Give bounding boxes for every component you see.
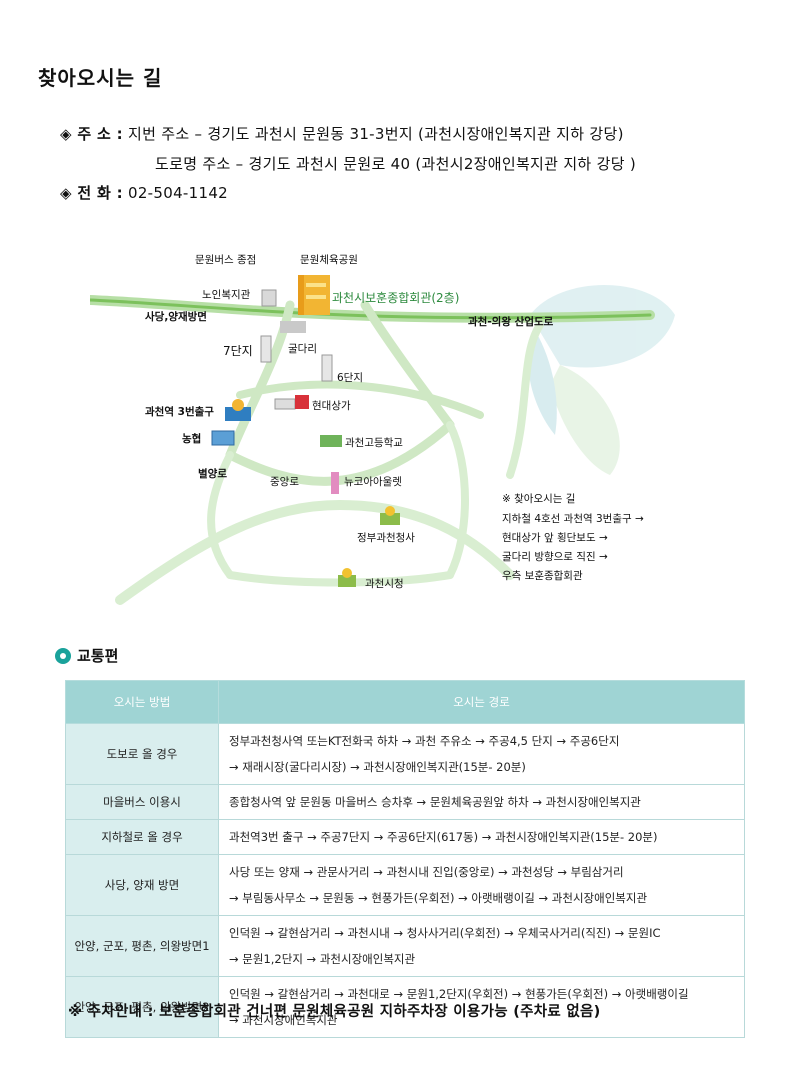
nonghyup-label: 농협	[182, 432, 201, 445]
hyundai-icon	[274, 395, 309, 410]
header-route: 오시는 경로	[218, 680, 745, 724]
gov-complex-icon	[380, 506, 400, 525]
route-line: → 문원1,2단지 → 과천시장애인복지관	[229, 952, 416, 966]
method-cell: 안양, 군포, 평촌, 의왕방면1	[65, 915, 219, 977]
method-cell: 지하철로 올 경우	[65, 819, 219, 855]
city-hall-icon	[338, 568, 356, 587]
station-exit-label: 과천역 3번출구	[145, 405, 214, 418]
newcore-icon	[331, 472, 339, 494]
complex6-label: 6단지	[337, 372, 363, 384]
table-row: 도보로 올 경우 정부과천청사역 또는KT전화국 하차 → 과천 주유소 → 주공…	[65, 723, 745, 785]
directions-line: 지하철 4호선 과천역 3번출구 →	[502, 512, 644, 525]
route-cell: 인덕원 → 갈현삼거리 → 과천대로 → 문원1,2단지(우회전) → 현풍가든…	[218, 976, 745, 1038]
table-row: 마을버스 이용시 종합청사역 앞 문원동 마을버스 승차후 → 문원체육공원앞 하…	[65, 784, 745, 820]
transport-heading: 교통편	[55, 645, 118, 666]
table-row: 사당, 양재 방면 사당 또는 양재 → 관문사거리 → 과천시내 진입(중앙로)…	[65, 854, 745, 916]
table-row: 안양, 군포, 평촌, 의왕방면2 인덕원 → 갈현삼거리 → 과천대로 → 문원…	[65, 976, 745, 1038]
highschool-label: 과천고등학교	[345, 437, 403, 449]
route-cell: 정부과천청사역 또는KT전화국 하차 → 과천 주유소 → 주공4,5 단지 →…	[218, 723, 745, 785]
byeolyang-label: 별양로	[198, 467, 227, 480]
route-cell: 과천역3번 출구 → 주공7단지 → 주공6단지(617동) → 과천시장애인복…	[218, 819, 745, 855]
jungang-label: 중앙로	[270, 476, 299, 488]
route-line: 인덕원 → 갈현삼거리 → 과천시내 → 청사사거리(우회전) → 우체국사거리…	[229, 926, 661, 940]
highschool-icon	[320, 435, 342, 447]
gov-complex-label: 정부과천청사	[357, 532, 415, 544]
complex7-label: 7단지	[223, 344, 253, 358]
expressway-label: 과천-의왕 산업도로	[468, 315, 554, 328]
page-title: 찾아오시는 길	[38, 66, 163, 90]
route-cell: 종합청사역 앞 문원동 마을버스 승차후 → 문원체육공원앞 하차 → 과천시장…	[218, 784, 745, 820]
route-cell: 사당 또는 양재 → 관문사거리 → 과천시내 진입(중앙로) → 과천성당 →…	[218, 854, 745, 916]
transport-table: 오시는 방법 오시는 경로 도보로 올 경우 정부과천청사역 또는KT전화국 하차…	[65, 680, 745, 1038]
main-building-icon	[298, 275, 330, 315]
address-line2: 도로명 주소 – 경기도 과천시 문원로 40 (과천시2장애인복지관 지하 강…	[155, 155, 637, 173]
phone-row: ◈ 전 화 : 02-504-1142	[60, 182, 228, 203]
table-header-row: 오시는 방법 오시는 경로	[65, 680, 745, 724]
location-map: 문원버스 종점 문원체육공원 노인복지관 과천시보훈종합회관(2층) 사당,양재…	[90, 254, 675, 605]
method-cell: 도보로 올 경우	[65, 723, 219, 785]
route-line: 종합청사역 앞 문원동 마을버스 승차후 → 문원체육공원앞 하차 → 과천시장…	[229, 795, 641, 809]
city-hall-label: 과천시청	[365, 578, 404, 590]
route-line: 과천역3번 출구 → 주공7단지 → 주공6단지(617동) → 과천시장애인복…	[229, 830, 658, 844]
directions-line: ※ 찾아오시는 길	[502, 492, 575, 505]
station-icon	[225, 399, 251, 421]
route-line: → 과천시장애인복지관	[229, 1013, 338, 1027]
parking-notice: ※ 주차안내 : 보훈종합회관 건너편 문원체육공원 지하주차장 이용가능 (주…	[68, 1004, 601, 1020]
main-building-label: 과천시보훈종합회관(2층)	[332, 290, 459, 305]
senior-center-icon	[261, 289, 277, 307]
route-line: → 부림동사무소 → 문원동 → 현풍가든(우회전) → 아랫배랭이길 → 과천…	[229, 891, 648, 905]
senior-center-label: 노인복지관	[202, 289, 251, 301]
header-method: 오시는 방법	[65, 680, 219, 724]
transport-heading-text: 교통편	[77, 647, 119, 665]
directions-line: 현대상가 앞 횡단보도 →	[502, 531, 608, 544]
method-cell: 사당, 양재 방면	[65, 854, 219, 916]
method-cell: 마을버스 이용시	[65, 784, 219, 820]
guldari-icon	[280, 321, 306, 333]
route-line: 인덕원 → 갈현삼거리 → 과천대로 → 문원1,2단지(우회전) → 현풍가든…	[229, 987, 689, 1001]
route-line: → 재래시장(굴다리시장) → 과천시장애인복지관(15분- 20분)	[229, 760, 526, 774]
method-cell: 안양, 군포, 평촌, 의왕방면2	[65, 976, 219, 1038]
phone-number: 02-504-1142	[127, 184, 229, 202]
phone-label: ◈ 전 화 :	[60, 184, 123, 202]
address-label: ◈ 주 소 :	[60, 125, 123, 143]
newcore-label: 뉴코아아울렛	[344, 476, 402, 488]
guldari-label: 굴다리	[288, 343, 317, 355]
table-row: 안양, 군포, 평촌, 의왕방면1 인덕원 → 갈현삼거리 → 과천시내 → 청사…	[65, 915, 745, 977]
route-line: 사당 또는 양재 → 관문사거리 → 과천시내 진입(중앙로) → 과천성당 →…	[229, 865, 624, 879]
route-cell: 인덕원 → 갈현삼거리 → 과천시내 → 청사사거리(우회전) → 우체국사거리…	[218, 915, 745, 977]
address-row: ◈ 주 소 : 지번 주소 – 경기도 과천시 문원동 31-3번지 (과천시장…	[60, 123, 624, 144]
butterfly-decoration	[527, 285, 675, 475]
route-line: 정부과천청사역 또는KT전화국 하차 → 과천 주유소 → 주공4,5 단지 →…	[229, 734, 620, 748]
address-row-2: 도로명 주소 – 경기도 과천시 문원로 40 (과천시2장애인복지관 지하 강…	[155, 153, 636, 174]
hyundai-label: 현대상가	[312, 400, 351, 412]
directions-line: 우측 보훈종합회관	[502, 569, 583, 582]
bus-terminal-label: 문원버스 종점	[195, 254, 256, 266]
bullet-icon	[55, 647, 71, 664]
sports-park-label: 문원체육공원	[300, 254, 358, 266]
address-line1: 지번 주소 – 경기도 과천시 문원동 31-3번지 (과천시장애인복지관 지하…	[127, 125, 624, 143]
table-row: 지하철로 올 경우 과천역3번 출구 → 주공7단지 → 주공6단지(617동) …	[65, 819, 745, 855]
directions-line: 굴다리 방향으로 직진 →	[502, 551, 608, 563]
nonghyup-icon	[211, 430, 235, 446]
complex6-icon	[321, 354, 333, 382]
sadang-label: 사당,양재방면	[145, 310, 207, 323]
complex7-icon	[260, 335, 272, 363]
